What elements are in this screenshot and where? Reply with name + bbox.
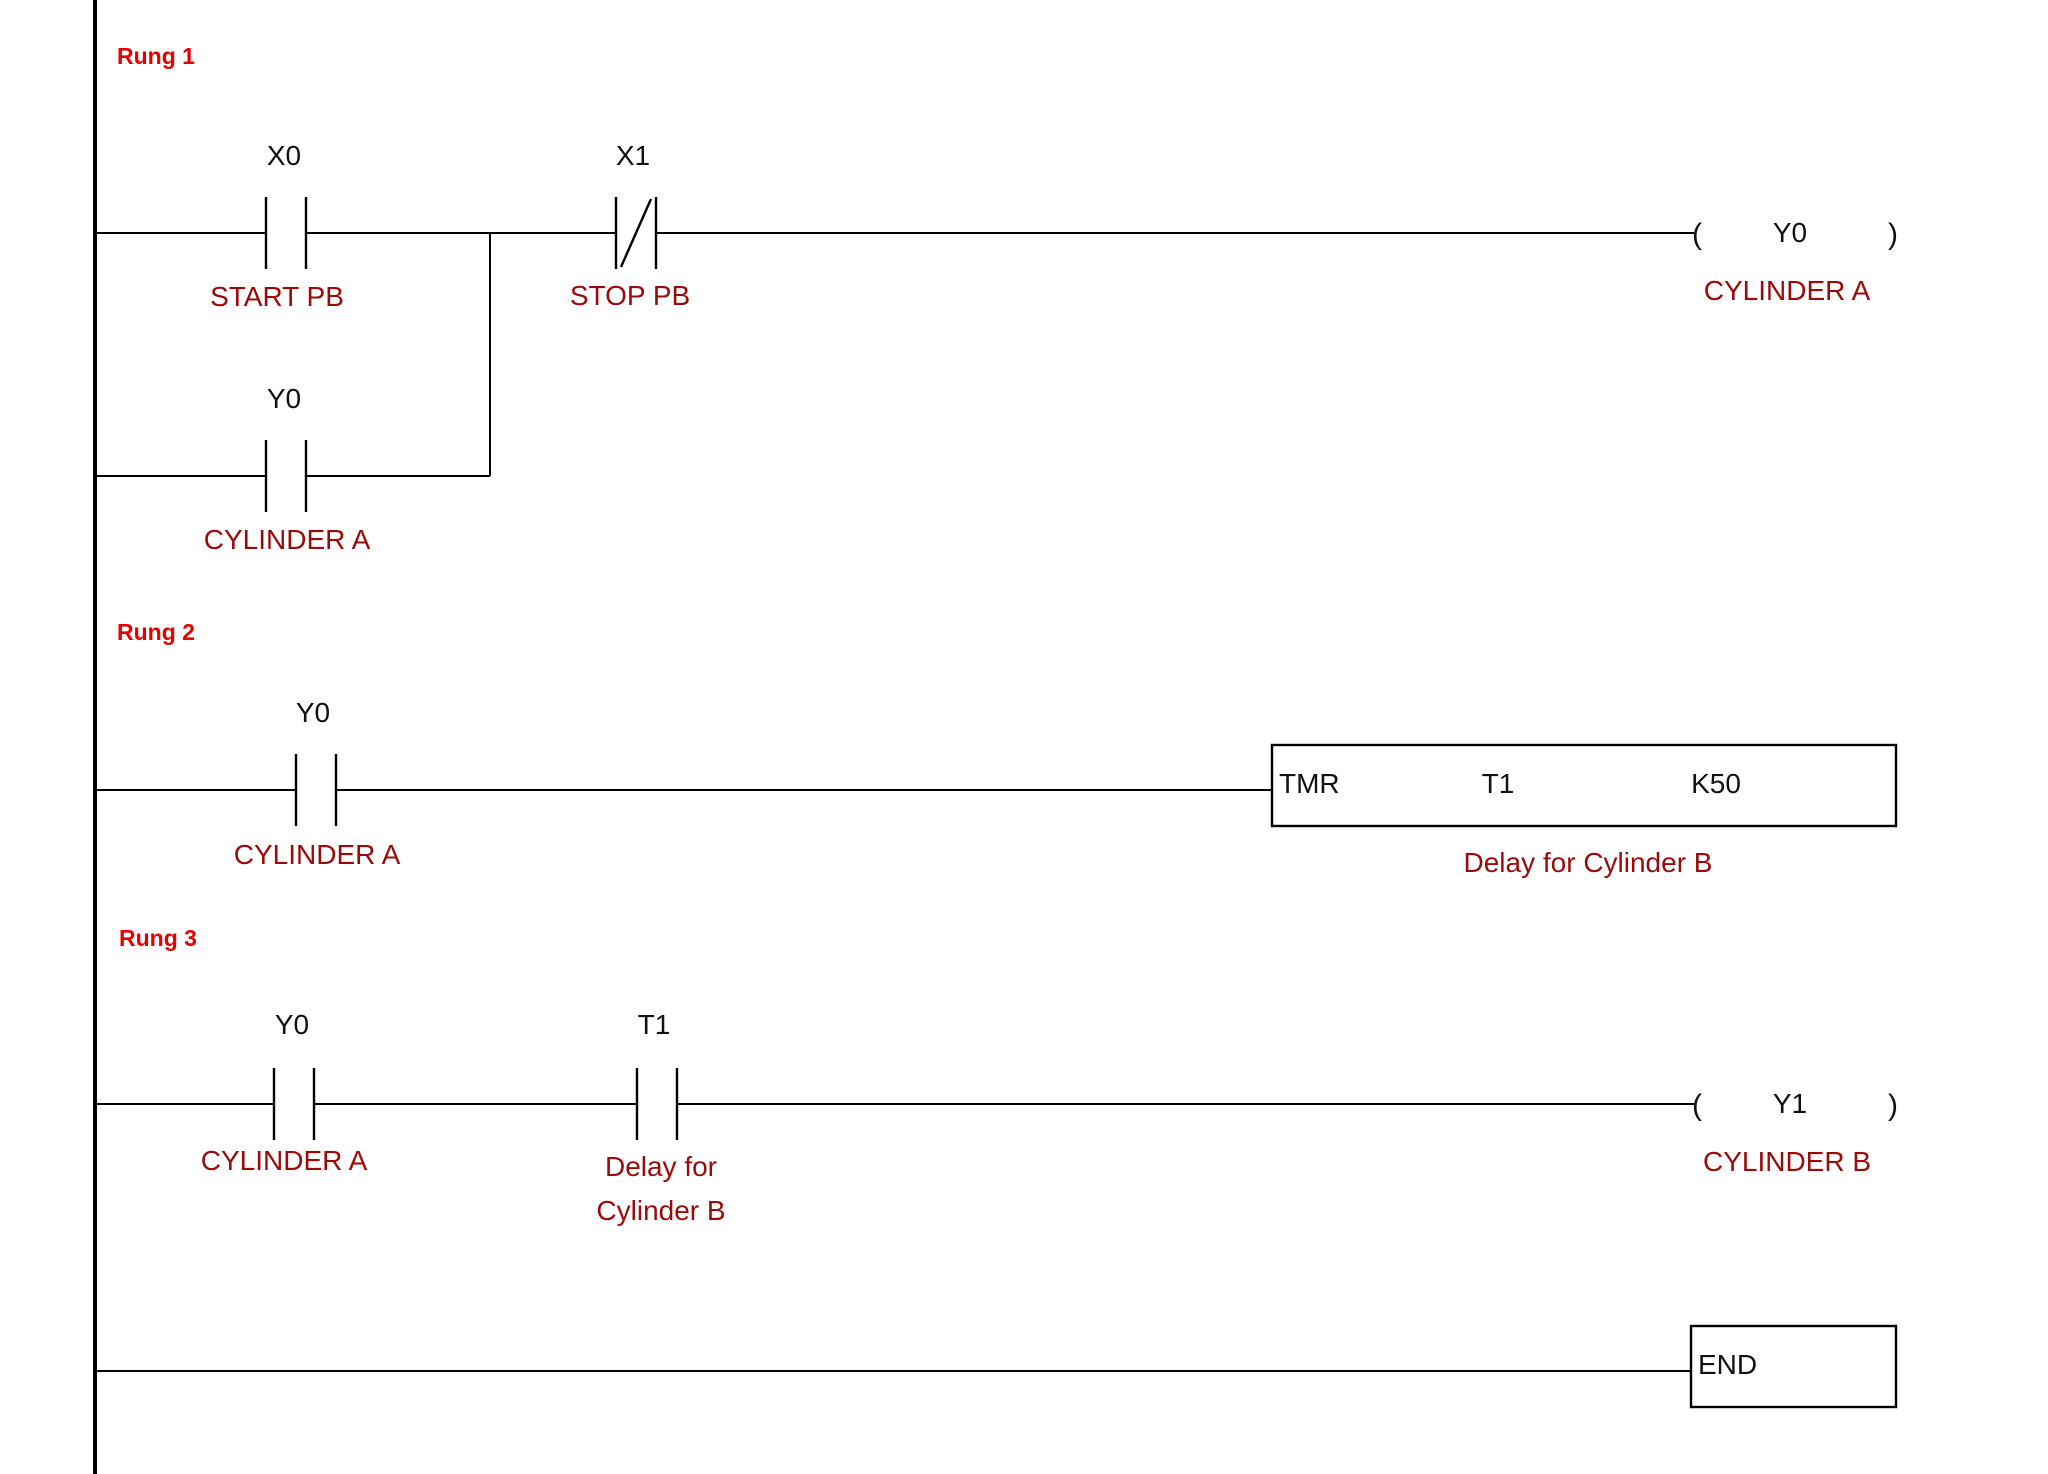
timer-name: T1: [1482, 768, 1515, 799]
y0-coil-address: Y0: [1773, 217, 1807, 248]
end-instruction-box: [1689, 1324, 1898, 1409]
rung-2: Rung 2 Y0 CYLINDER A TMR T1 K50 Delay fo…: [95, 619, 1898, 878]
y0-contact-rung-2: [294, 754, 338, 826]
y0-latch-contact: [264, 440, 308, 512]
x0-description: START PB: [210, 281, 344, 312]
rung-1-label: Rung 1: [117, 43, 195, 69]
t1-address: T1: [638, 1009, 671, 1040]
y0-output-coil: ( Y0 ): [1692, 217, 1898, 251]
end-label: END: [1698, 1349, 1757, 1380]
coil-right-paren: ): [1888, 218, 1898, 251]
coil-left-paren: (: [1692, 218, 1702, 251]
rung-3: Rung 3 Y0 CYLINDER A T1 Delay for Cylind…: [95, 925, 1898, 1226]
y1-coil-address: Y1: [1773, 1088, 1807, 1119]
y0-rung-2-description: CYLINDER A: [234, 839, 401, 870]
y1-output-coil: ( Y1 ): [1692, 1088, 1898, 1122]
y1-coil-description: CYLINDER B: [1703, 1146, 1871, 1177]
coil-left-paren: (: [1692, 1089, 1702, 1122]
y0-rung-3-address: Y0: [275, 1009, 309, 1040]
y0-rung-3-description: CYLINDER A: [201, 1145, 368, 1176]
t1-description-line-2: Cylinder B: [596, 1195, 725, 1226]
timer-description: Delay for Cylinder B: [1464, 847, 1713, 878]
rung-2-label: Rung 2: [117, 619, 195, 645]
rung-1: Rung 1 X0 START PB X1 STOP PB Y0 CYLINDE…: [95, 43, 1898, 555]
x0-no-contact: [264, 197, 308, 269]
coil-right-paren: ): [1888, 1089, 1898, 1122]
t1-contact: [635, 1068, 679, 1140]
end-rung: END: [95, 1324, 1898, 1409]
y0-latch-description: CYLINDER A: [204, 524, 371, 555]
y0-latch-address: Y0: [267, 383, 301, 414]
timer-instruction: TMR: [1279, 768, 1340, 799]
rung-3-label: Rung 3: [119, 925, 197, 951]
y0-contact-rung-3: [272, 1068, 316, 1140]
timer-preset: K50: [1691, 768, 1741, 799]
y0-coil-description: CYLINDER A: [1704, 275, 1871, 306]
timer-instruction-box: TMR T1 K50: [1270, 743, 1898, 828]
x1-address: X1: [616, 140, 650, 171]
x1-description: STOP PB: [570, 280, 690, 311]
x0-address: X0: [267, 140, 301, 171]
y0-rung-2-address: Y0: [296, 697, 330, 728]
t1-description-line-1: Delay for: [605, 1151, 717, 1182]
x1-nc-contact: [614, 197, 658, 269]
